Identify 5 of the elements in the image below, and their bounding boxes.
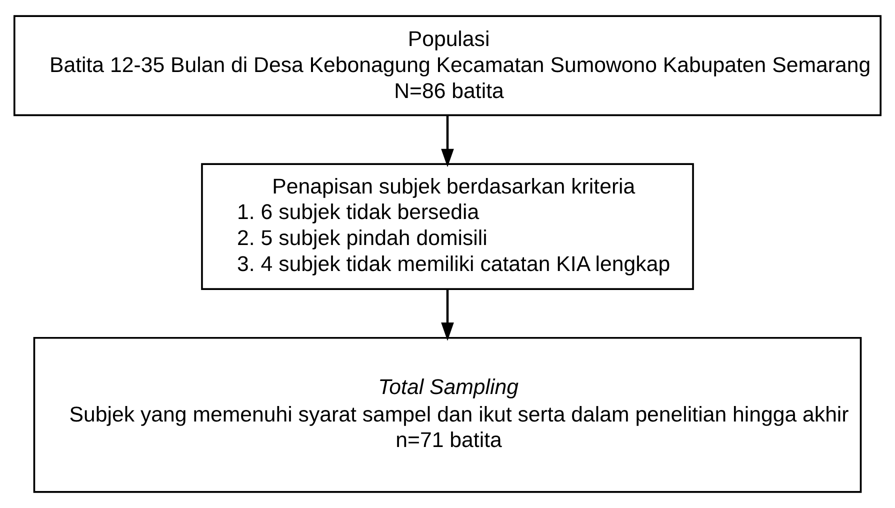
arrow	[441, 115, 454, 168]
arrow	[441, 289, 454, 341]
node-box: Populasi Batita 12-35 Bulan di Desa Kebonagung Kecamatan Sumowono Kabupaten Semarang N=86 batita	[13, 15, 882, 116]
node-box: Total Sampling Subjek yang memenuhi syarat sampel dan ikut serta dalam penelitian hingga akhir n=71 batita	[33, 336, 862, 493]
node-box: Penapisan subjek berdasarkan kriteria 1. 6 subjek tidak bersedia 2. 5 subjek pindah domisili 3. 4 subjek tidak memiliki catatan KIA lengkap	[201, 163, 694, 290]
